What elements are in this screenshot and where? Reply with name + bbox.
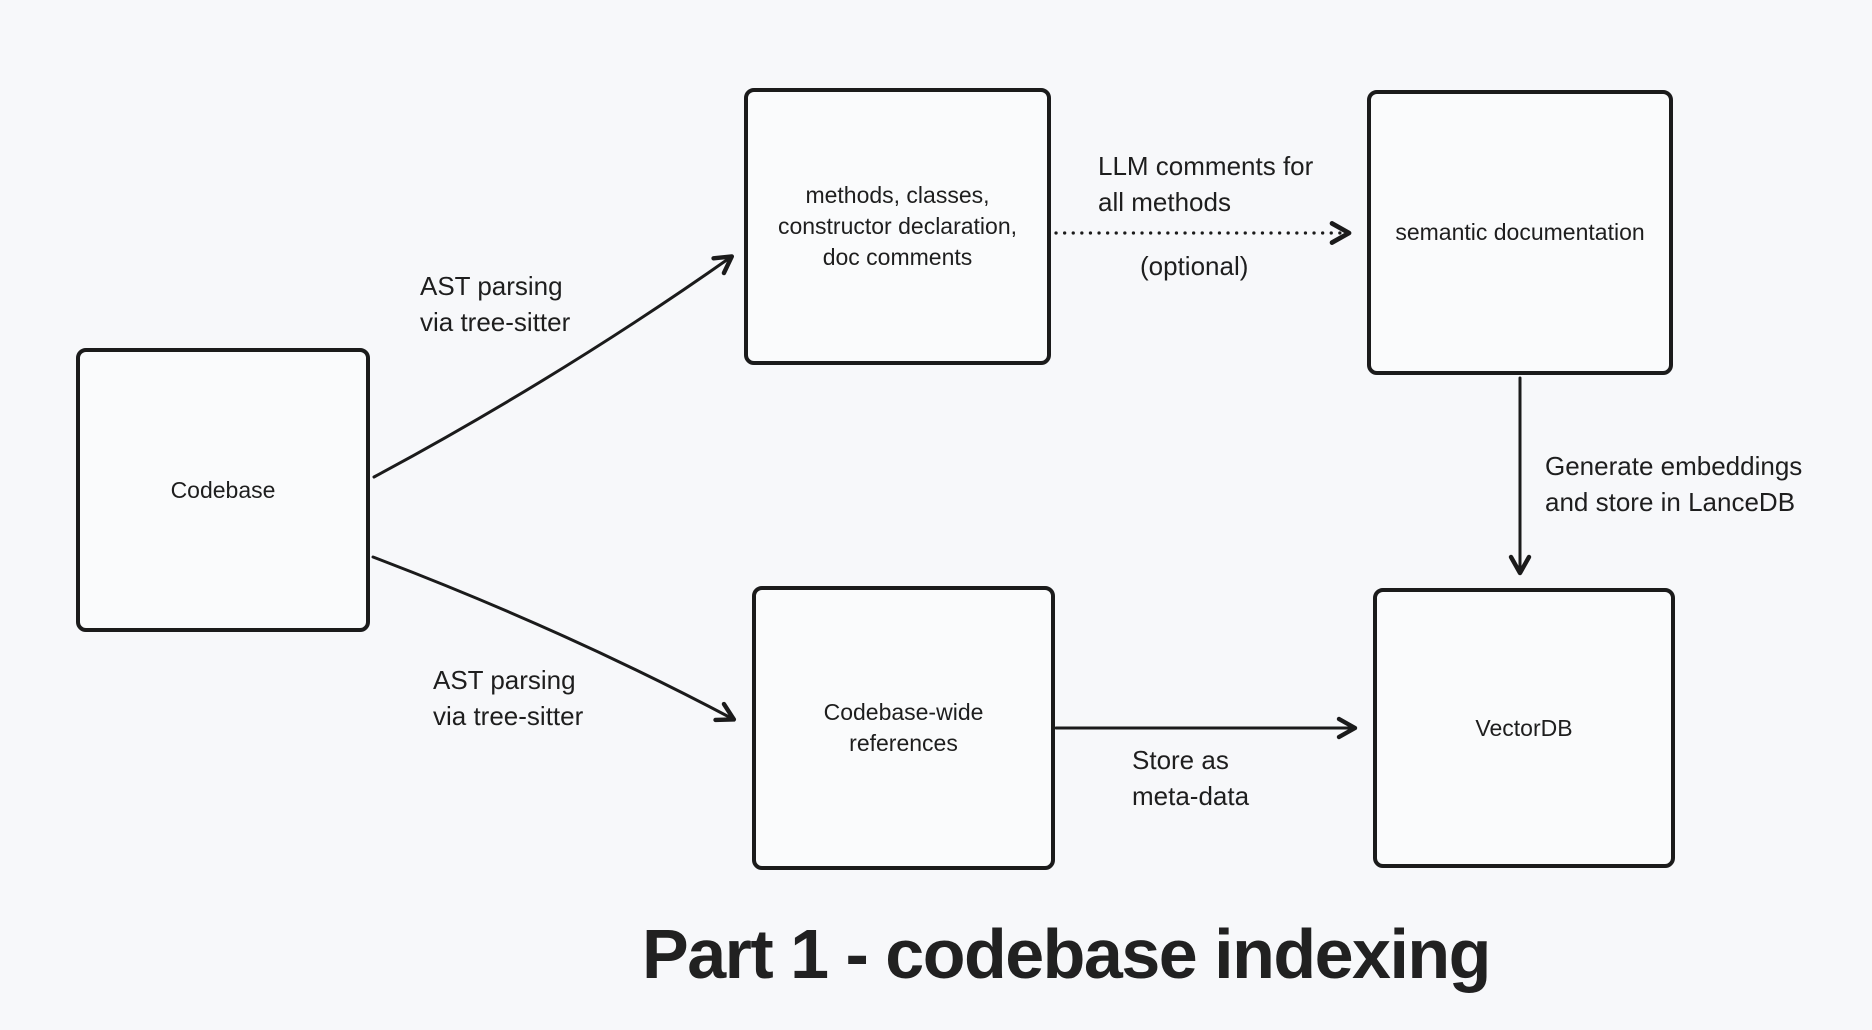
node-codebase-label: Codebase: [170, 476, 276, 503]
edge-label-ast-parsing-upper: AST parsing via tree-sitter: [420, 271, 571, 337]
node-semantic-documentation: semantic documentation: [1367, 90, 1673, 375]
edge-label-generate-embeddings: Generate embeddings and store in LanceDB: [1545, 451, 1803, 517]
edge-label-llm-comments: LLM comments for all methods: [1098, 151, 1314, 217]
node-parsed-declarations: methods, classes, constructor declaratio…: [744, 88, 1051, 365]
node-parsed-declarations-label: methods, classes, constructor declaratio…: [777, 182, 1018, 270]
node-codebase-wide-references: Codebase-wide references: [752, 586, 1055, 870]
node-vectordb: VectorDB: [1373, 588, 1675, 868]
edge-label-ast-parsing-lower: AST parsing via tree-sitter: [433, 665, 584, 731]
node-codebase-wide-references-label: Codebase-wide references: [823, 699, 984, 756]
edge-label-optional: (optional): [1140, 251, 1249, 281]
node-vectordb-label: VectorDB: [1475, 714, 1573, 741]
node-semantic-documentation-label: semantic documentation: [1395, 219, 1645, 245]
node-codebase: Codebase: [76, 348, 370, 632]
edge-label-store-as-metadata: Store as meta-data: [1132, 745, 1250, 811]
diagram-title: Part 1 - codebase indexing: [642, 915, 1491, 993]
